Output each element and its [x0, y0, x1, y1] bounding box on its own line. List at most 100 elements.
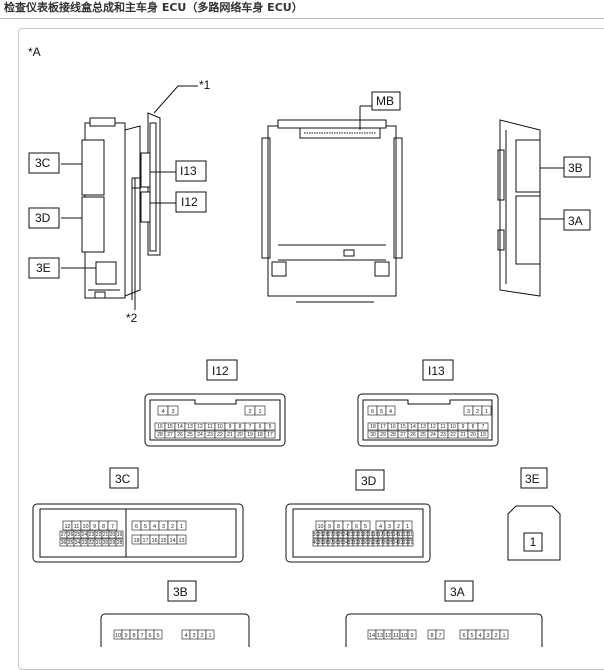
- svg-text:25: 25: [75, 532, 81, 538]
- pin-cell-3c: 23: [87, 530, 96, 539]
- svg-text:21: 21: [103, 532, 109, 538]
- svg-text:7: 7: [140, 633, 143, 639]
- svg-text:4: 4: [184, 633, 187, 639]
- svg-text:1: 1: [180, 524, 183, 530]
- pin-cell-3c: 25: [73, 530, 82, 539]
- svg-text:12: 12: [430, 424, 436, 430]
- pin-cell-3d: 6: [351, 520, 362, 531]
- label-3d: 3D: [35, 211, 51, 225]
- pin-cell-i12: 1: [254, 405, 266, 416]
- svg-text:36: 36: [61, 540, 67, 546]
- svg-text:26: 26: [333, 532, 339, 538]
- svg-text:17: 17: [267, 432, 273, 438]
- svg-text:26: 26: [68, 532, 74, 538]
- svg-text:5: 5: [380, 409, 383, 415]
- pin-cell-i12: 5: [264, 422, 276, 431]
- pin-cell-3a: 1: [499, 629, 509, 640]
- pin-cell-3d: 21: [407, 538, 414, 547]
- pin-cell-3d: 8: [333, 520, 344, 531]
- svg-text:2: 2: [476, 409, 479, 415]
- svg-text:4: 4: [379, 524, 382, 530]
- svg-text:27: 27: [167, 432, 173, 438]
- svg-text:18: 18: [373, 532, 379, 538]
- pin-cell-3c: 2: [167, 520, 178, 531]
- svg-text:30: 30: [103, 540, 109, 546]
- svg-text:21: 21: [460, 432, 466, 438]
- pin-cell-i12: 18: [254, 430, 266, 439]
- svg-text:20: 20: [110, 532, 116, 538]
- svg-text:21: 21: [408, 540, 414, 546]
- label-i13: I13: [180, 164, 197, 178]
- svg-text:12: 12: [403, 532, 409, 538]
- svg-text:13: 13: [398, 532, 404, 538]
- svg-text:18: 18: [370, 424, 376, 430]
- svg-text:8: 8: [239, 424, 242, 430]
- svg-text:29: 29: [110, 540, 116, 546]
- svg-text:24: 24: [430, 432, 436, 438]
- pin-cell-3c: 13: [176, 534, 187, 545]
- svg-text:6: 6: [371, 409, 374, 415]
- svg-text:28: 28: [390, 432, 396, 438]
- pin-cell-i13: 23: [437, 430, 449, 439]
- svg-text:7: 7: [249, 424, 252, 430]
- svg-text:32: 32: [353, 540, 359, 546]
- svg-text:28: 28: [373, 540, 379, 546]
- pin-cell-i13: 14: [407, 422, 419, 431]
- svg-text:7: 7: [111, 524, 114, 530]
- label-3b: 3B: [568, 161, 583, 175]
- svg-text:38: 38: [323, 540, 329, 546]
- svg-text:30: 30: [313, 532, 319, 538]
- pin-cell-i13: 20: [467, 430, 479, 439]
- svg-text:21: 21: [227, 432, 233, 438]
- svg-text:12: 12: [197, 424, 203, 430]
- connector-title-3b: 3B: [173, 585, 188, 599]
- svg-text:17: 17: [380, 424, 386, 430]
- svg-text:20: 20: [363, 532, 369, 538]
- callout-2: *2: [126, 311, 138, 325]
- pin-cell-3c: 7: [107, 520, 118, 531]
- svg-text:15: 15: [160, 538, 166, 544]
- svg-text:26: 26: [177, 432, 183, 438]
- connector-title-3e: 3E: [525, 472, 540, 486]
- svg-text:33: 33: [82, 540, 88, 546]
- svg-text:18: 18: [133, 538, 139, 544]
- svg-text:3: 3: [171, 409, 174, 415]
- connector-title-i13: I13: [428, 364, 445, 378]
- svg-text:19: 19: [117, 532, 123, 538]
- svg-text:28: 28: [157, 432, 163, 438]
- pin-cell-3c: 32: [87, 538, 96, 547]
- svg-text:10: 10: [82, 524, 88, 530]
- svg-text:36: 36: [333, 540, 339, 546]
- pin-cell-i12: 10: [214, 422, 226, 431]
- pin-cell-3a: 11: [391, 629, 401, 640]
- svg-text:6: 6: [148, 633, 151, 639]
- pin-cell-3d: 2: [393, 520, 404, 531]
- pin-cell-3a: 2: [491, 629, 501, 640]
- svg-text:11: 11: [408, 532, 413, 538]
- pin-cell-i13: 12: [427, 422, 439, 431]
- pin-cell-3c: 30: [101, 538, 110, 547]
- svg-text:29: 29: [368, 540, 374, 546]
- pin-cell-3d: 10: [315, 520, 326, 531]
- svg-text:26: 26: [410, 432, 416, 438]
- pin-cell-3b: 6: [145, 629, 155, 640]
- svg-text:1: 1: [208, 633, 211, 639]
- svg-text:20: 20: [470, 432, 476, 438]
- pin-cell-i12: 17: [264, 430, 276, 439]
- svg-text:1: 1: [258, 409, 261, 415]
- pin-cell-i12: 3: [167, 405, 179, 416]
- pin-cell-3d: 9: [324, 520, 335, 531]
- pin-cell-i12: 9: [224, 422, 236, 431]
- pin-cell-i12: 23: [204, 430, 216, 439]
- svg-text:16: 16: [151, 538, 157, 544]
- pin-cell-i13: 22: [447, 430, 459, 439]
- page-title: 检查仪表板接线盒总成和主车身 ECU（多路网络车身 ECU）: [0, 0, 604, 19]
- pin-cell-i13: 10: [447, 422, 459, 431]
- svg-text:22: 22: [353, 532, 359, 538]
- pin-cell-3a: 13: [375, 629, 385, 640]
- pin-cell-i12: 24: [194, 430, 206, 439]
- svg-text:5: 5: [144, 524, 147, 530]
- label-3c: 3C: [35, 156, 51, 170]
- svg-text:3: 3: [467, 409, 470, 415]
- svg-text:34: 34: [75, 540, 81, 546]
